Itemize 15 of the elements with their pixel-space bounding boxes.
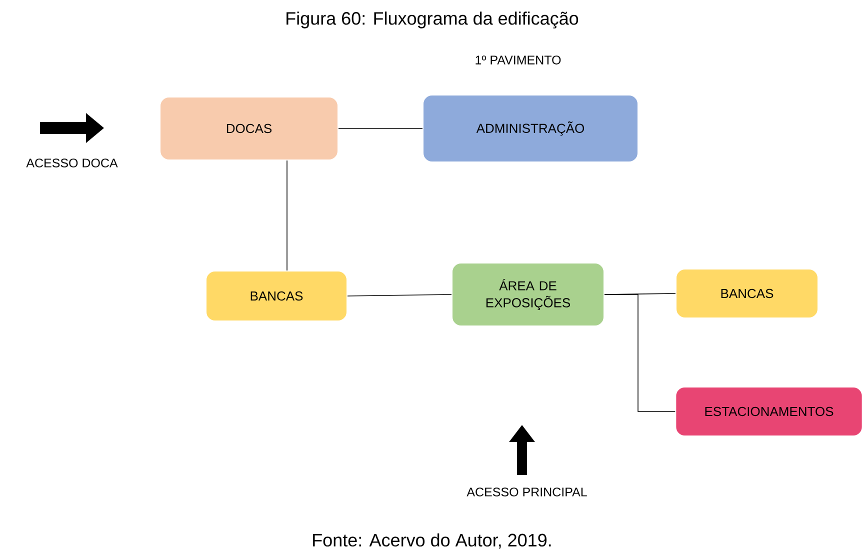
process-box: ESTACIONAMENTOS — [675, 386, 863, 436]
figure-title: Figura 60: Fluxograma da edificação — [286, 12, 578, 28]
figure-caption: Fonte: Acervo do Autor, 2019. — [313, 533, 551, 549]
process-box: ADMINISTRAÇÃO — [422, 94, 638, 162]
process-box: ÁREA DE EXPOSIÇÕES — [452, 262, 604, 326]
process-box: BANCAS — [676, 268, 818, 318]
process-box: DOCAS — [160, 96, 338, 160]
connector-line — [338, 128, 423, 129]
connector-line — [286, 160, 288, 271]
connector-line — [347, 294, 452, 296]
text-label: ACESSO PRINCIPAL — [466, 488, 587, 496]
text-label: 1º PAVIMENTO — [476, 56, 561, 64]
text-label: ACESSO DOCA — [26, 158, 118, 168]
process-box: BANCAS — [206, 270, 348, 322]
connector-line — [604, 294, 676, 412]
